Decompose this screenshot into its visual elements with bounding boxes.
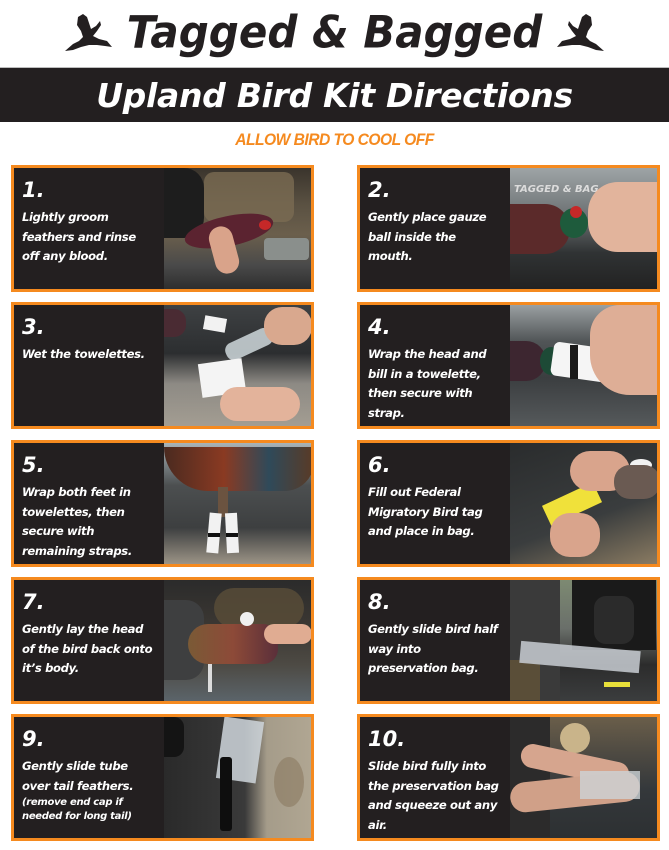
step-card-8: 8. Gently slide bird half way into prese…: [357, 577, 660, 704]
step-instruction: Wrap the head and bill in a towelette, t…: [368, 347, 487, 420]
step-card-6: 6. Fill out Federal Migratory Bird tag a…: [357, 440, 660, 567]
step-instruction: Wet the towelettes.: [22, 347, 145, 361]
step-instruction: Gently slide tube over tail feathers. (r…: [22, 757, 156, 824]
step-card-4: 4. Wrap the head and bill in a towelette…: [357, 302, 660, 429]
step-photo: [164, 305, 311, 426]
step-number: 4.: [368, 315, 391, 339]
step-number: 1.: [22, 178, 45, 202]
step-number: 10.: [368, 727, 406, 751]
step-instruction: Fill out Federal Migratory Bird tag and …: [368, 485, 483, 538]
step-number: 5.: [22, 453, 45, 477]
step-instruction: Gently place gauze ball inside the mouth…: [368, 210, 487, 263]
step-photo: [510, 717, 657, 838]
step-note: (remove end cap if needed for long tail): [22, 797, 132, 822]
step-card-2: 2. Gently place gauze ball inside the mo…: [357, 165, 660, 292]
step-instruction: Gently slide bird half way into preserva…: [368, 622, 498, 675]
step-instruction: Wrap both feet in towelettes, then secur…: [22, 485, 132, 558]
step-number: 2.: [368, 178, 391, 202]
step-card-9: 9. Gently slide tube over tail feathers.…: [11, 714, 314, 841]
step-photo: TAGGED & BAG: [510, 168, 657, 289]
pheasant-icon: [64, 14, 112, 51]
step-card-7: 7. Gently lay the head of the bird back …: [11, 577, 314, 704]
brand-title: Tagged & Bagged: [126, 6, 543, 59]
step-photo: [510, 580, 657, 701]
cool-off-notice: ALLOW BIRD TO COOL OFF: [235, 130, 434, 149]
step-card-5: 5. Wrap both feet in towelettes, then se…: [11, 440, 314, 567]
step-photo: [510, 443, 657, 564]
step-photo: [164, 168, 311, 289]
step-number: 9.: [22, 727, 45, 751]
step-card-10: 10. Slide bird fully into the preservati…: [357, 714, 660, 841]
step-instruction: Gently lay the head of the bird back ont…: [22, 622, 153, 675]
step-instruction: Lightly groom feathers and rinse off any…: [22, 210, 136, 263]
step-number: 7.: [22, 590, 45, 614]
step-photo: [164, 580, 311, 701]
page-title: Upland Bird Kit Directions: [96, 75, 573, 115]
step-number: 3.: [22, 315, 45, 339]
title-banner: Upland Bird Kit Directions: [0, 67, 669, 122]
step-card-1: 1. Lightly groom feathers and rinse off …: [11, 165, 314, 292]
step-number: 6.: [368, 453, 391, 477]
step-card-3: 3. Wet the towelettes.: [11, 302, 314, 429]
pheasant-icon: [557, 14, 605, 51]
step-number: 8.: [368, 590, 391, 614]
step-photo: [164, 717, 311, 838]
step-instruction: Slide bird fully into the preservation b…: [368, 759, 499, 832]
step-photo: [510, 305, 657, 426]
step-photo: [164, 443, 311, 564]
brand-header: Tagged & Bagged: [0, 0, 669, 66]
